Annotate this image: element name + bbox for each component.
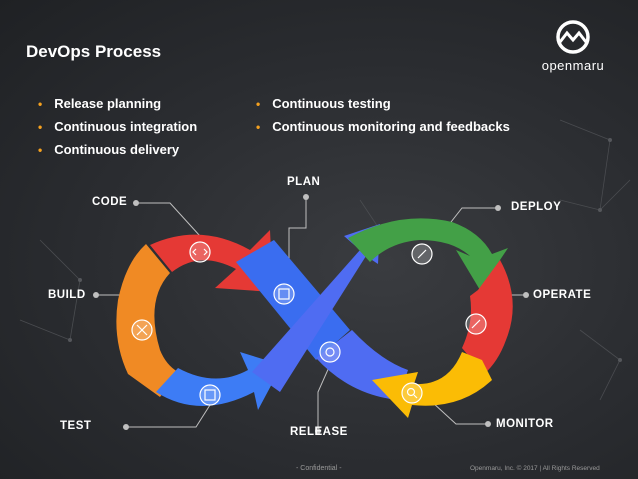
bullet-list-left: •Release planning •Continuous integratio…: [38, 92, 197, 161]
code-icon: [189, 241, 211, 263]
bullet-list-right: •Continuous testing •Continuous monitori…: [256, 92, 510, 138]
list-item: •Continuous testing: [256, 96, 391, 111]
stage-label-code: CODE: [92, 196, 128, 208]
stage-label-monitor: MONITOR: [496, 418, 554, 430]
stage-label-release: RELEASE: [290, 426, 348, 438]
stage-label-plan: PLAN: [287, 176, 321, 188]
footer-confidential: - Confidential -: [296, 465, 342, 472]
checklist-icon: [199, 384, 221, 406]
list-item: •Release planning: [38, 96, 162, 111]
test-segment: [156, 352, 282, 410]
stage-label-test: TEST: [60, 420, 92, 432]
deploy-segment: [348, 218, 508, 290]
board-icon: [273, 283, 295, 305]
plan-segment: [236, 240, 350, 360]
list-item: •Continuous integration: [38, 119, 198, 134]
search-icon: [401, 382, 423, 404]
list-item: •Continuous monitoring and feedbacks: [256, 119, 510, 134]
page-title: DevOps Process: [26, 42, 162, 61]
logo: openmaru: [530, 18, 616, 74]
operate-segment: [462, 260, 513, 374]
build-segment: [116, 244, 178, 397]
footer-copyright: Openmaru, Inc. © 2017 | All Rights Reser…: [470, 465, 600, 472]
gear-icon: [319, 341, 341, 363]
code-segment: [150, 230, 273, 292]
stage-label-build: BUILD: [48, 289, 86, 301]
stage-label-operate: OPERATE: [533, 289, 592, 301]
monitor-segment: [372, 352, 492, 418]
stage-label-deploy: DEPLOY: [511, 201, 562, 213]
release-segment: [252, 224, 380, 392]
list-item: •Continuous delivery: [38, 142, 180, 157]
logo-text: openmaru: [541, 58, 605, 73]
openmaru-logo-icon: [556, 20, 590, 54]
